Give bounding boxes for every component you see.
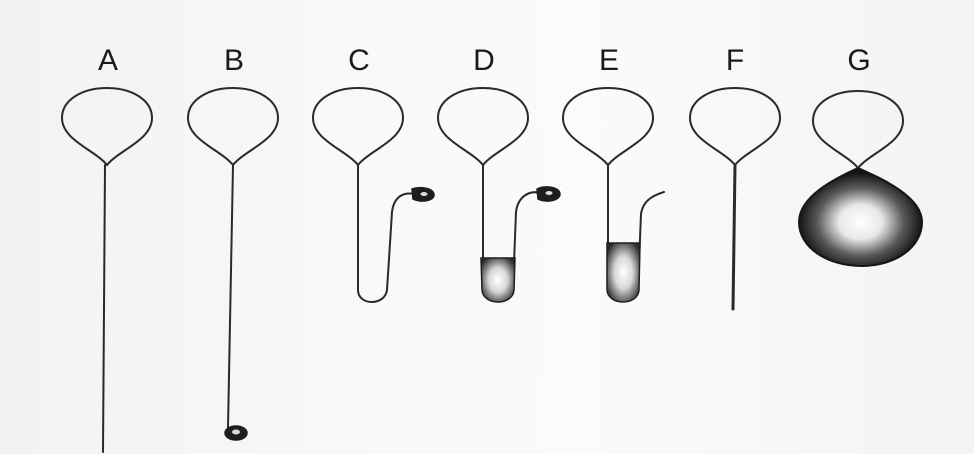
label-b: B (214, 44, 254, 78)
loop-b-stem (228, 165, 233, 428)
label-g: G (839, 44, 879, 78)
label-f: F (715, 44, 755, 78)
loop-a-ring (62, 88, 152, 165)
loop-a-stem (103, 165, 105, 452)
loop-e (563, 88, 664, 302)
loop-c-ring (313, 88, 403, 165)
loop-g-ring (813, 91, 903, 168)
label-a: A (88, 44, 128, 78)
loop-b-droplet-highlight (232, 430, 240, 435)
loop-d-ring (438, 88, 528, 165)
loop-g (799, 91, 922, 266)
label-e: E (589, 44, 629, 78)
loop-c-bend (358, 165, 414, 302)
loop-b (188, 88, 278, 440)
loop-f (690, 88, 780, 309)
loop-d (438, 88, 560, 302)
loop-d-droplet-highlight (546, 191, 553, 195)
loop-g-drop (799, 168, 922, 266)
label-c: C (339, 44, 379, 78)
loop-a (62, 88, 152, 452)
loop-f-stem (733, 165, 735, 309)
loop-c-droplet-highlight (421, 192, 428, 196)
loop-d-fill (481, 258, 515, 302)
loop-c (313, 88, 434, 302)
loop-f-ring (690, 88, 780, 165)
loop-b-ring (188, 88, 278, 165)
loop-e-fill (607, 243, 640, 302)
label-d: D (464, 44, 504, 78)
loop-e-ring (563, 88, 653, 165)
